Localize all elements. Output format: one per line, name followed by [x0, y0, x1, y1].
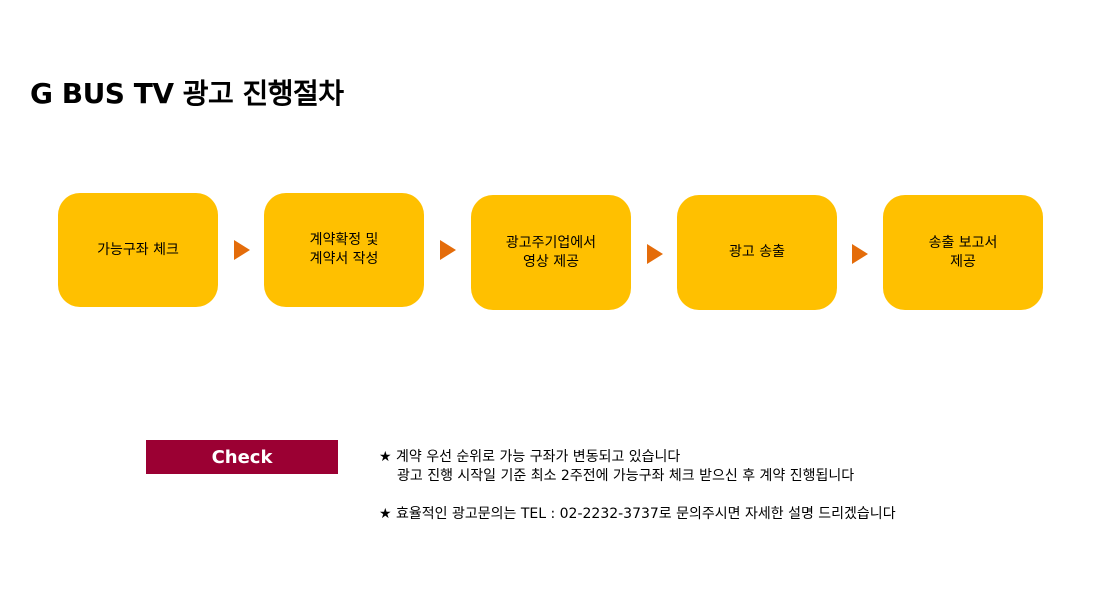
- process-step-contract: 계약확정 및 계약서 작성: [264, 193, 424, 307]
- process-step-report: 송출 보고서 제공: [883, 195, 1043, 310]
- arrow-right-icon: [440, 240, 456, 260]
- step-label: 계약확정 및 계약서 작성: [309, 232, 379, 267]
- step-label: 송출 보고서 제공: [928, 234, 998, 270]
- note-line: ★ 계약 우선 순위로 가능 구좌가 변동되고 있습니다: [379, 449, 681, 465]
- arrow-right-icon: [234, 240, 250, 260]
- process-step-broadcast: 광고 송출: [677, 195, 837, 310]
- note-spacer: [379, 486, 896, 505]
- check-label: Check: [146, 440, 338, 474]
- process-step-availability-check: 가능구좌 체크: [58, 193, 218, 307]
- step-label: 광고주기업에서 영상 제공: [505, 234, 597, 270]
- process-step-video-delivery: 광고주기업에서 영상 제공: [471, 195, 631, 310]
- arrow-right-icon: [852, 244, 868, 264]
- step-label: 가능구좌 체크: [97, 241, 179, 258]
- note-line: 광고 진행 시작일 기준 최소 2주전에 가능구좌 체크 받으신 후 계약 진행…: [397, 468, 855, 484]
- step-label: 광고 송출: [729, 244, 785, 260]
- notes-block: ★ 계약 우선 순위로 가능 구좌가 변동되고 있습니다 광고 진행 시작일 기…: [379, 448, 896, 524]
- note-line: ★ 효율적인 광고문의는 TEL : 02-2232-3737로 문의주시면 자…: [379, 506, 896, 522]
- page-title: G BUS TV 광고 진행절차: [30, 77, 344, 110]
- arrow-right-icon: [647, 244, 663, 264]
